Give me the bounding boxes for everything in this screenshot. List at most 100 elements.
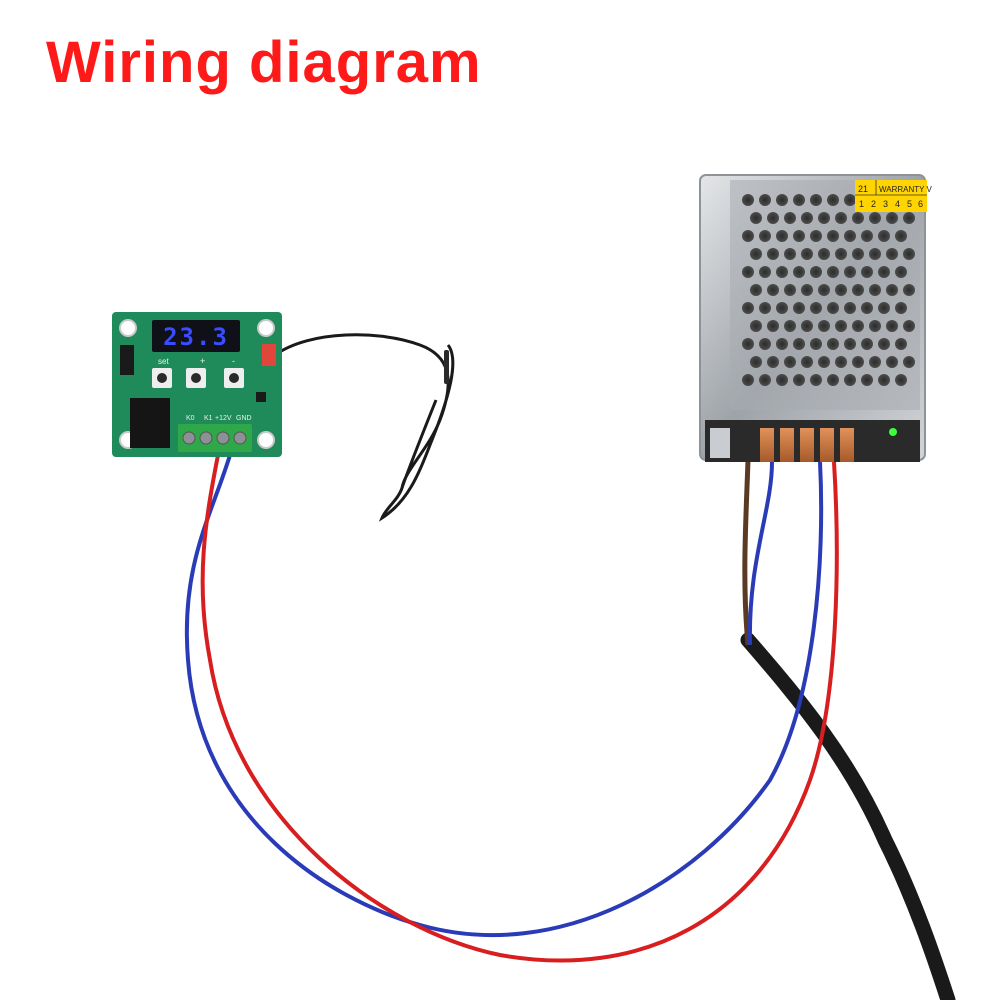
vent-hole xyxy=(852,356,864,368)
psu-terminal[interactable] xyxy=(780,428,794,462)
warranty-sticker: 21 WARRANTY V 1 2 3 4 5 6 xyxy=(855,180,933,212)
vent-hole xyxy=(759,230,771,242)
vent-hole xyxy=(869,284,881,296)
led-display-value: 23.3 xyxy=(163,323,229,351)
warranty-digit: 3 xyxy=(883,199,888,209)
wires xyxy=(184,333,956,1000)
terminal-label-k0: K0 xyxy=(186,415,195,422)
vent-hole xyxy=(835,248,847,260)
vent-hole xyxy=(793,302,805,314)
thermostat-module: 23.3 set + - K0 K1 +12V GND xyxy=(112,312,282,457)
terminal-screw[interactable] xyxy=(233,431,247,445)
vent-hole xyxy=(861,374,873,386)
vent-hole xyxy=(818,212,830,224)
vent-hole xyxy=(827,302,839,314)
vent-hole xyxy=(895,302,907,314)
warranty-text: WARRANTY V xyxy=(879,185,933,194)
psu-terminal[interactable] xyxy=(840,428,854,462)
psu-mount-ear xyxy=(710,428,730,458)
vent-hole xyxy=(878,302,890,314)
vent-hole xyxy=(784,356,796,368)
vent-hole xyxy=(801,212,813,224)
vent-hole xyxy=(750,320,762,332)
terminal-block xyxy=(178,424,252,452)
minus-label: - xyxy=(232,356,235,366)
vent-hole xyxy=(852,284,864,296)
vent-hole xyxy=(810,266,822,278)
terminal-screw[interactable] xyxy=(199,431,213,445)
vent-hole xyxy=(759,302,771,314)
mount-hole xyxy=(257,319,275,337)
vent-hole xyxy=(895,374,907,386)
vent-hole xyxy=(878,374,890,386)
vent-hole xyxy=(886,356,898,368)
ic-chip xyxy=(120,345,134,375)
vent-hole xyxy=(750,212,762,224)
vent-hole xyxy=(818,248,830,260)
vent-hole xyxy=(750,356,762,368)
vent-hole xyxy=(810,194,822,206)
vent-hole xyxy=(750,284,762,296)
temperature-sensor-probe-cable xyxy=(274,333,455,522)
relay xyxy=(130,398,170,448)
psu-terminal[interactable] xyxy=(800,428,814,462)
vent-hole xyxy=(759,374,771,386)
vent-hole xyxy=(869,320,881,332)
vent-hole xyxy=(844,230,856,242)
vent-hole xyxy=(903,284,915,296)
minus-button[interactable] xyxy=(224,368,244,388)
smd-component xyxy=(256,392,266,402)
warranty-digit: 1 xyxy=(859,199,864,209)
vent-hole xyxy=(903,356,915,368)
terminal-screw[interactable] xyxy=(182,431,196,445)
vent-hole xyxy=(844,266,856,278)
vent-hole xyxy=(861,230,873,242)
diagram-title: Wiring diagram xyxy=(46,30,482,95)
vent-hole xyxy=(886,284,898,296)
vent-hole xyxy=(742,230,754,242)
vent-hole xyxy=(827,374,839,386)
vent-hole xyxy=(852,248,864,260)
warranty-digit: 6 xyxy=(918,199,923,209)
vent-hole xyxy=(844,302,856,314)
vent-hole xyxy=(835,356,847,368)
vent-hole xyxy=(776,374,788,386)
vent-hole xyxy=(793,266,805,278)
vent-hole xyxy=(793,230,805,242)
vent-hole xyxy=(818,356,830,368)
vent-hole xyxy=(810,230,822,242)
vent-hole xyxy=(784,320,796,332)
vent-hole xyxy=(861,338,873,350)
set-button[interactable] xyxy=(152,368,172,388)
psu-terminal[interactable] xyxy=(820,428,834,462)
vent-hole xyxy=(801,284,813,296)
vent-hole xyxy=(818,284,830,296)
vent-hole xyxy=(827,338,839,350)
vent-hole xyxy=(742,302,754,314)
vent-hole xyxy=(886,320,898,332)
vent-hole xyxy=(878,266,890,278)
vent-hole xyxy=(767,212,779,224)
set-label: set xyxy=(158,357,169,366)
warranty-digit: 5 xyxy=(907,199,912,209)
vent-hole xyxy=(742,338,754,350)
vent-hole xyxy=(869,212,881,224)
plus-label: + xyxy=(200,356,205,366)
psu-vent-holes xyxy=(742,194,915,386)
brown-wire xyxy=(742,459,751,646)
vent-hole xyxy=(835,212,847,224)
terminal-label-k1: K1 xyxy=(204,415,213,422)
terminal-screw[interactable] xyxy=(216,431,230,445)
vent-hole xyxy=(852,320,864,332)
vent-hole xyxy=(827,194,839,206)
vent-hole xyxy=(767,248,779,260)
vent-hole xyxy=(886,248,898,260)
vent-hole xyxy=(759,194,771,206)
psu-terminal[interactable] xyxy=(760,428,774,462)
vent-hole xyxy=(801,320,813,332)
terminal-label-gnd: GND xyxy=(236,415,252,422)
vent-hole xyxy=(895,338,907,350)
vent-hole xyxy=(776,266,788,278)
plus-button[interactable] xyxy=(186,368,206,388)
vent-hole xyxy=(886,212,898,224)
